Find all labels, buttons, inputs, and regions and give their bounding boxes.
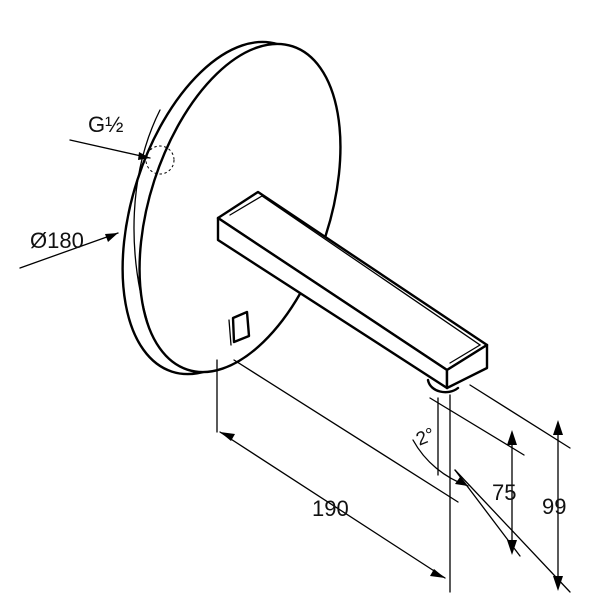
height-top-label: 99 xyxy=(542,494,566,519)
spout xyxy=(216,190,489,394)
thread-label: G½ xyxy=(88,112,123,137)
dimension-75 xyxy=(507,430,517,555)
diameter-leader xyxy=(19,232,119,269)
dimension-190 xyxy=(219,431,446,579)
diameter-label: Ø180 xyxy=(30,228,84,253)
dimension-99 xyxy=(553,420,563,591)
thread-leader xyxy=(69,139,151,160)
thread-detail-circle xyxy=(145,145,175,175)
extension-lines xyxy=(216,359,571,593)
length-label: 190 xyxy=(312,496,349,521)
height-outlet-label: 75 xyxy=(492,480,516,505)
angle-2deg xyxy=(412,397,469,487)
sensor-window xyxy=(228,310,251,346)
